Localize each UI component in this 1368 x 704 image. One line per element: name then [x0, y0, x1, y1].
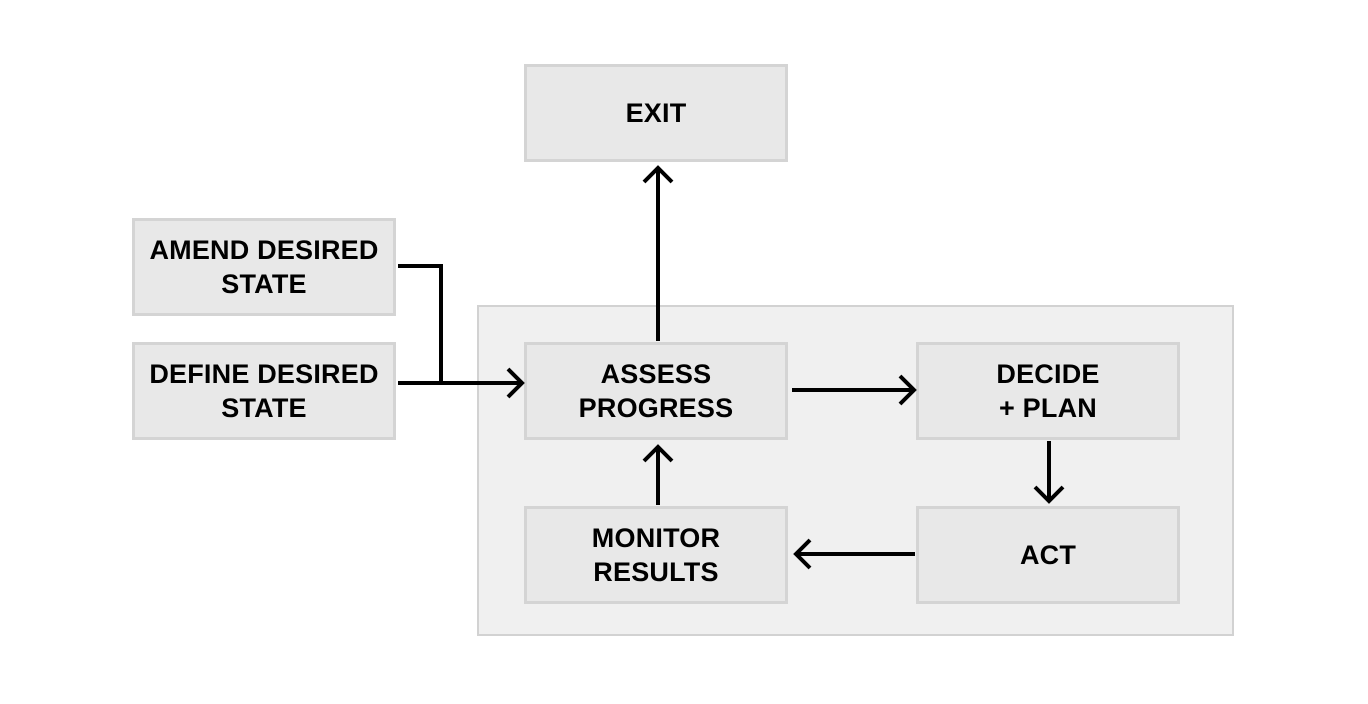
- define-desired-state-node: DEFINE DESIRED STATE: [132, 342, 396, 440]
- amend-desired-state-node: AMEND DESIRED STATE: [132, 218, 396, 316]
- decide-plan-node: DECIDE + PLAN: [916, 342, 1180, 440]
- act-node: ACT: [916, 506, 1180, 604]
- exit-node: EXIT: [524, 64, 788, 162]
- monitor-results-node: MONITOR RESULTS: [524, 506, 788, 604]
- assess-progress-node: ASSESS PROGRESS: [524, 342, 788, 440]
- edge-amend-to-assess: [398, 264, 443, 383]
- arrowhead-into-exit: [642, 165, 674, 184]
